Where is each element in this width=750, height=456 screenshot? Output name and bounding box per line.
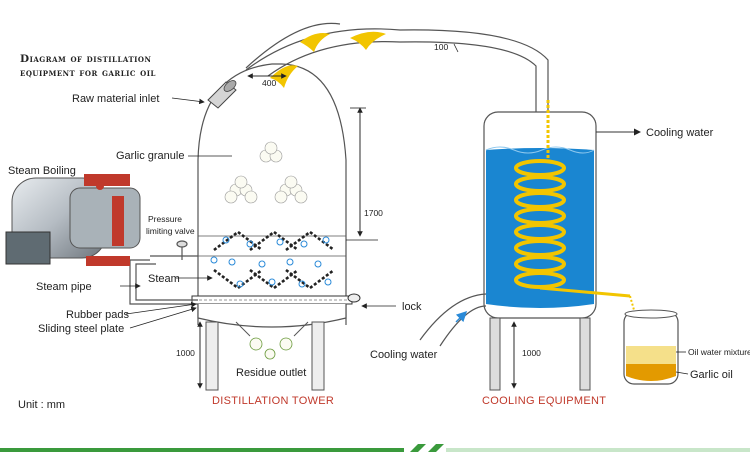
label-pressure-valve-1: Pressure xyxy=(148,214,182,224)
steam-pipe xyxy=(129,240,198,305)
label-cooling-water-in: Cooling water xyxy=(370,349,438,361)
raw-material-inlet-hopper xyxy=(207,80,237,109)
caption-distillation-tower: DISTILLATION TOWER xyxy=(212,395,334,407)
distillation-tower xyxy=(191,22,353,391)
dimension-lines xyxy=(197,43,517,389)
label-lock: lock xyxy=(402,301,422,313)
dim-pipe-length: 100 xyxy=(434,42,448,52)
label-raw-material-inlet: Raw material inlet xyxy=(72,93,159,105)
cooling-tank xyxy=(483,100,631,391)
label-garlic-granule: Garlic granule xyxy=(116,150,184,162)
label-oil-water-mixture: Oil water mixture xyxy=(688,347,750,357)
dim-cooler-legs: 1000 xyxy=(522,348,541,358)
label-sliding-steel-plate: Sliding steel plate xyxy=(38,323,124,335)
label-residue-outlet: Residue outlet xyxy=(236,367,306,379)
steam-baffles xyxy=(213,230,335,290)
diagram-title-line1: Diagram of distillation xyxy=(20,53,152,65)
oil-collection-vessel xyxy=(623,295,679,385)
label-steam: Steam xyxy=(148,273,180,285)
residue-garlic-icon xyxy=(249,337,293,360)
unit-label: Unit : mm xyxy=(18,399,65,411)
dim-tower-height: 1700 xyxy=(364,208,383,218)
vapor-pipe xyxy=(245,28,549,150)
dim-tower-legs: 1000 xyxy=(176,348,195,358)
cooling-water-in-pipe xyxy=(419,293,487,341)
label-garlic-oil: Garlic oil xyxy=(690,369,733,381)
label-steam-boiling: Steam Boiling xyxy=(8,165,76,177)
lock-knob xyxy=(347,293,361,303)
footer-stripe xyxy=(0,444,750,452)
caption-cooling-equipment: COOLING EQUIPMENT xyxy=(482,395,606,407)
steam-swirls xyxy=(210,236,332,288)
label-rubber-pads: Rubber pads xyxy=(66,309,129,321)
label-steam-pipe: Steam pipe xyxy=(36,281,92,293)
dim-pipe-width: 400 xyxy=(262,78,276,88)
diagram-title-line2: equipment for garlic oil xyxy=(20,67,156,79)
garlic-granule-icon xyxy=(224,141,308,204)
steam-boiler xyxy=(5,174,141,266)
label-pressure-valve-2: limiting valve xyxy=(146,226,195,236)
label-cooling-water-out: Cooling water xyxy=(646,127,714,139)
